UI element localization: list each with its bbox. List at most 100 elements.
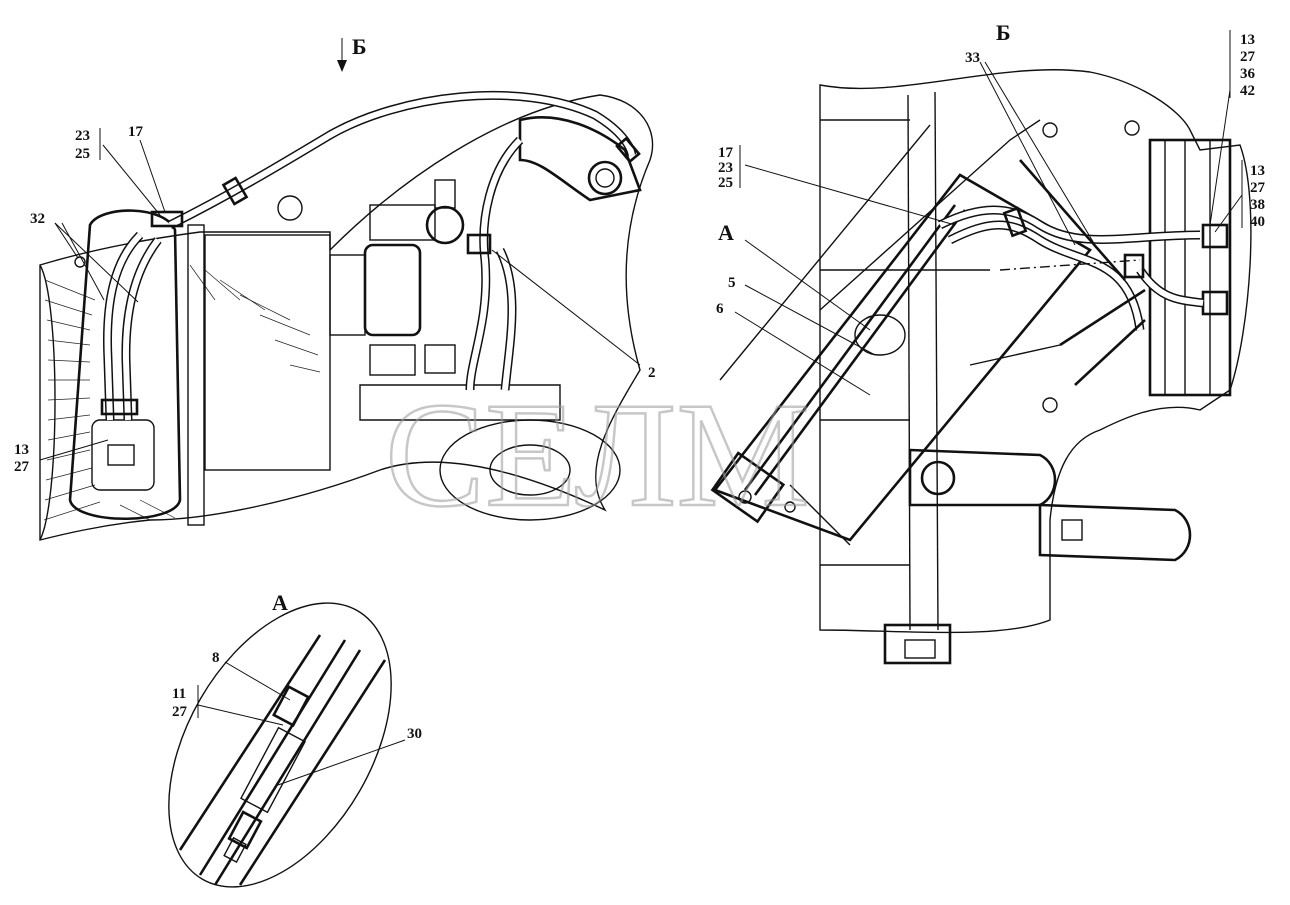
tube-1 [743,204,957,491]
detail-tube-2 [213,649,362,886]
cylinder-2 [1059,288,1146,347]
callout-8-detail: 8 [212,650,220,666]
callout-38-right-mid: 38 [1250,197,1265,213]
arm-plate-1 [908,448,1057,507]
callout-5-right: 5 [728,275,736,291]
detail-a-ellipse [168,602,392,888]
side-hose-1-inner [467,137,523,391]
left-leaders [39,38,641,475]
side-hose-2-inner [497,248,515,391]
long-hose-inner [168,92,635,228]
detail-coupling-30 [240,726,306,814]
motor-flange [107,444,135,466]
hose-fitting-1 [221,176,249,206]
pivot-3 [1042,397,1058,413]
right-leaders [734,30,1243,396]
bracket-pin-inner [595,168,615,188]
oil-filter [363,243,422,337]
wheel-hub [439,419,621,521]
frame-box [204,234,331,471]
callout-13-right-mid: 13 [1250,163,1265,179]
valve-knob [425,205,465,245]
fitting-block-17 [150,210,184,228]
detail-a-circle [854,314,906,356]
detail-tube-1 [198,639,347,876]
cylinder-3 [1074,319,1146,386]
callout-25-left: 25 [75,146,90,162]
hose-fitting-33 [1002,206,1028,238]
pivot-2 [1124,120,1140,136]
left-view [39,90,654,541]
callout-17-right: 17 [718,145,734,161]
motor-hose-2-inner [122,238,161,421]
diagonal-boom [712,173,1092,542]
link-rod [969,344,1061,366]
bottom-block [883,623,952,665]
callout-13-left: 13 [14,442,29,458]
vertical-rod [187,224,205,526]
end-block [710,451,786,524]
callout-2-left: 2 [648,365,656,381]
cylinder-1 [1019,159,1126,281]
arm-plate-2 [1038,503,1192,562]
motor-arm-housing [68,209,182,520]
valve-block-2 [1201,290,1229,316]
boom-edge [719,124,931,381]
upper-bracket [518,116,642,202]
callout-27-right-mid: 27 [1250,180,1266,196]
watermark-logo: СЕЛМ [385,372,810,538]
frame-line-2 [934,91,939,631]
arm-pin-2 [1061,519,1083,541]
wheel-inner [489,444,571,496]
callout-6-right: 6 [716,301,724,317]
detail-tube-3 [178,634,322,851]
tube-3 [789,484,851,546]
detail-end-nut [227,810,263,850]
motor-fittings [100,398,139,416]
hydraulic-motor [91,419,155,491]
centerline [999,259,1141,271]
lower-beam [359,384,561,421]
detail-end-tip [223,836,247,864]
callout-27-left: 27 [14,459,30,475]
callout-17-left: 17 [128,124,144,140]
callout-27-right-top: 27 [1240,49,1256,65]
detail-nut-8 [272,684,310,728]
callout-32-left: 32 [30,211,45,227]
view-b-arrow-label: Б [352,34,367,59]
callout-27-detail: 27 [172,704,188,720]
pump-body [329,254,366,336]
drum-edge [39,264,56,541]
valve-nut [434,179,456,209]
callout-33-right: 33 [965,50,980,66]
callout-23-right: 23 [718,160,733,176]
view-b-title: Б [996,20,1011,45]
callout-11-detail: 11 [172,686,186,702]
frame-line-1 [907,94,911,631]
hose-fitting-mid [1123,253,1145,279]
callout-36-right-top: 36 [1240,66,1256,82]
filter-head [369,204,436,241]
valve-hose-1-inner [938,207,1201,243]
pivot-1 [1042,122,1058,138]
valve-hose-3-inner [1137,268,1204,306]
left-break-outline [39,94,654,541]
clamp-block-2 [424,344,456,374]
detail-leaders [197,661,406,786]
bracket-pin [587,160,623,196]
view-a-title: А [272,590,288,615]
callout-42-right-top: 42 [1240,83,1255,99]
end-bolt-1 [738,490,752,504]
lift-eye [277,195,303,221]
view-b-arrowhead [337,60,347,72]
arm-pin-1 [920,460,956,496]
valve-assembly [1148,138,1232,397]
callout-13-right-top: 13 [1240,32,1255,48]
callout-30-detail: 30 [407,726,422,742]
bottom-block-inner [904,639,936,659]
right-break-outline [819,69,1252,634]
tube-2 [753,209,967,496]
clamp-block [369,344,416,376]
right-view [710,69,1252,665]
